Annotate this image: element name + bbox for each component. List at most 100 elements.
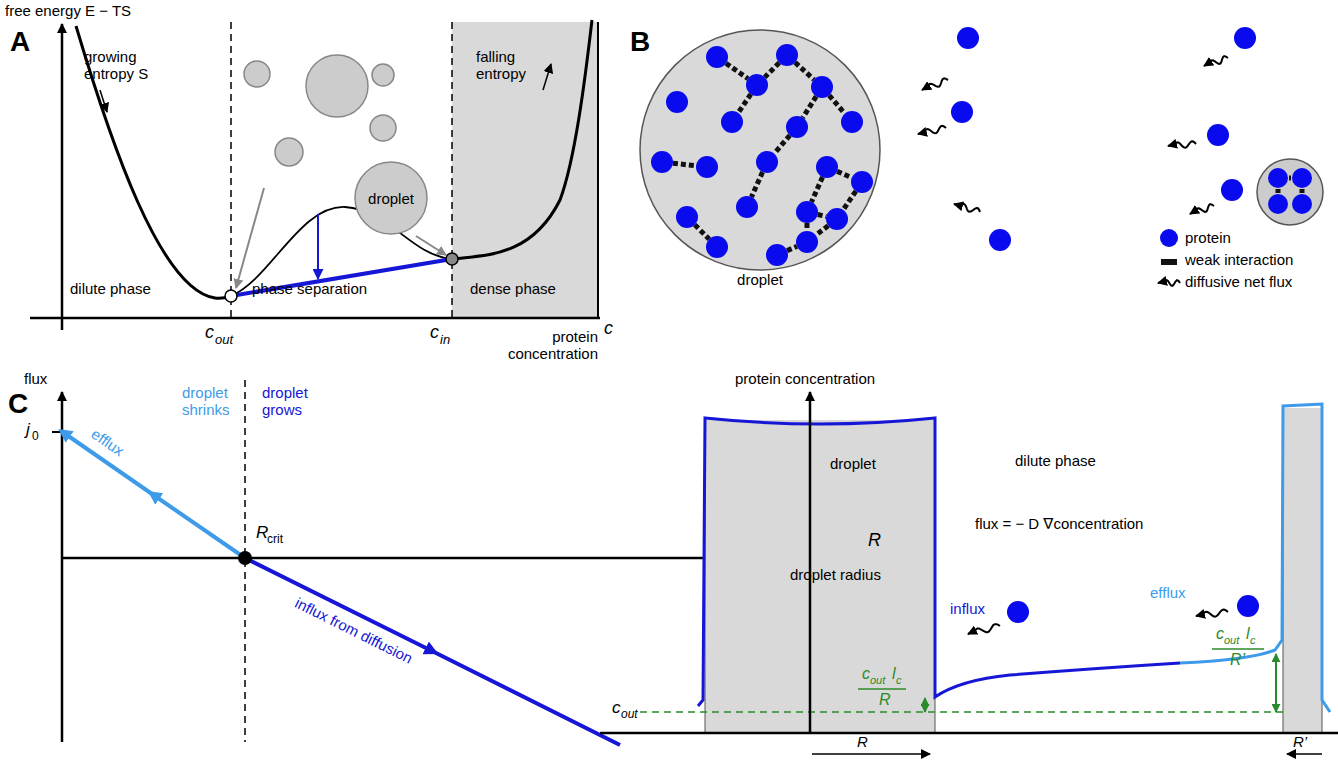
figure-label: c <box>896 674 902 687</box>
droplet-label: droplet <box>737 271 783 288</box>
illustration-line <box>100 90 107 112</box>
flux-arrow <box>918 126 946 134</box>
figure-label: falling entropy <box>476 48 536 83</box>
weak-interaction <box>816 226 829 236</box>
figure-label: R <box>857 733 868 750</box>
illustration-line <box>1275 654 1277 712</box>
figure-label: crit <box>267 533 283 547</box>
weak-interaction <box>843 191 856 210</box>
protein-dot <box>676 206 698 228</box>
flux-arrow <box>1168 141 1196 147</box>
illustration-line <box>1161 259 1177 265</box>
figure-label: free energy E − TS <box>5 2 131 19</box>
flux-arrow <box>1190 204 1214 214</box>
protein-dot <box>651 151 673 173</box>
illustration-line <box>812 753 930 755</box>
illustration-line <box>451 22 453 318</box>
droplet-node: droplet <box>354 161 428 235</box>
weak-interaction <box>1276 189 1281 193</box>
figure-label: influx <box>950 600 985 617</box>
illustration-circle <box>244 61 270 87</box>
illustration-line <box>61 24 64 330</box>
weak-interaction <box>774 135 790 153</box>
figure-label: j <box>26 420 30 440</box>
illustration-circle <box>1257 159 1323 225</box>
legend-text: protein <box>1185 229 1231 246</box>
weak-interaction <box>829 95 845 113</box>
flux-arrow <box>954 204 980 212</box>
illustration-line <box>1275 654 1277 712</box>
protein-dot <box>1268 194 1288 214</box>
illustration-rect <box>705 420 935 733</box>
illustration-rect <box>452 22 598 318</box>
legend-text: weak interaction <box>1185 251 1293 268</box>
figure-label: B <box>630 26 650 58</box>
figure-label: l <box>892 665 896 683</box>
weak-interaction <box>787 246 797 250</box>
figure-label: dense phase <box>470 280 556 297</box>
illustration-line <box>230 22 232 318</box>
figure-label: R <box>868 530 881 551</box>
droplet-circle <box>355 162 427 234</box>
protein-dot <box>1007 601 1029 623</box>
weak-interaction <box>811 177 822 202</box>
figure-label: protein concentration <box>498 328 598 363</box>
illustration-path <box>1180 404 1330 712</box>
illustration-path <box>698 418 1180 706</box>
weak-interaction <box>738 94 751 113</box>
illustration-circle <box>372 64 394 86</box>
weak-interaction <box>795 62 814 79</box>
illustration-line <box>640 711 1283 713</box>
protein-dot <box>1221 179 1243 201</box>
illustration-line <box>1212 648 1264 650</box>
figure-label: out <box>215 333 233 348</box>
protein-dot <box>1292 168 1312 188</box>
figure-label: in <box>440 333 450 348</box>
figure-label: R’ <box>1293 733 1307 750</box>
flux-arrow <box>922 78 948 90</box>
figure-label: efflux <box>1150 584 1186 601</box>
illustration-line <box>416 236 446 255</box>
weak-interaction <box>751 172 762 197</box>
legend-text: diffusive net flux <box>1185 273 1292 290</box>
protein-dot <box>796 231 818 253</box>
figure-label: c <box>612 698 621 718</box>
protein-dot <box>696 156 718 178</box>
weak-interaction <box>726 63 748 78</box>
illustration-line <box>30 317 600 320</box>
figure-label: droplet <box>830 455 876 472</box>
droplet-circle <box>640 30 880 270</box>
figure-label: out <box>1224 634 1239 647</box>
droplet-label: droplet <box>368 190 414 207</box>
protein-dot <box>1268 168 1288 188</box>
figure-label: out <box>621 708 638 722</box>
figure-label: out <box>870 674 885 687</box>
weak-interaction <box>673 163 696 166</box>
figure-label: droplet shrinks <box>182 384 242 419</box>
illustration-g <box>918 27 1312 634</box>
figure-label: droplet radius <box>790 566 881 583</box>
weak-interaction <box>765 63 779 77</box>
figure-label: C <box>8 388 28 420</box>
protein-dot <box>816 156 838 178</box>
figure-label: c <box>604 318 613 339</box>
weak-interaction <box>805 223 810 231</box>
weak-interaction <box>803 96 816 117</box>
figure-label: A <box>10 26 30 58</box>
protein-dot <box>706 236 728 258</box>
figure-label: growing entropy S <box>84 48 159 83</box>
illustration-line <box>600 732 1338 735</box>
figure-label: 0 <box>32 430 39 444</box>
illustration-line <box>236 188 264 288</box>
protein-dot <box>1207 124 1229 146</box>
flux-arrow <box>1158 280 1180 286</box>
illustration-line <box>924 698 926 712</box>
illustration-line <box>597 22 599 318</box>
figure-label: c <box>1250 634 1256 647</box>
protein-dot <box>721 111 743 133</box>
figure-label: R’ <box>1230 651 1245 669</box>
protein-dot <box>951 101 973 123</box>
illustration-line <box>1287 753 1322 755</box>
figure-label: flux = − D ∇concentration <box>975 515 1143 532</box>
